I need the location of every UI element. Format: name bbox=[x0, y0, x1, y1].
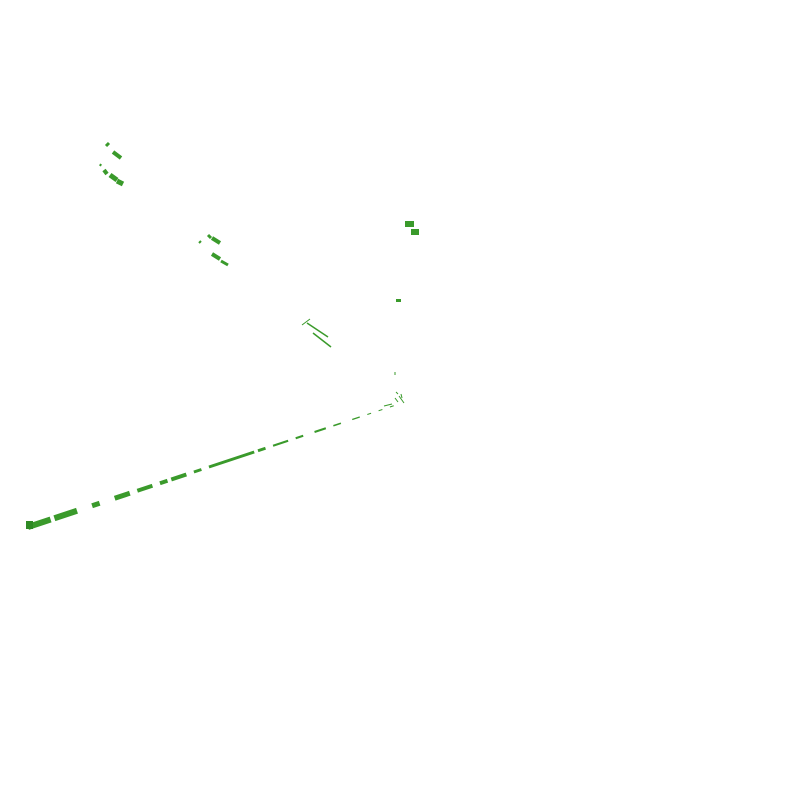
streak-segment bbox=[272, 439, 289, 447]
streak-segment bbox=[53, 507, 78, 522]
cluster-b-dash bbox=[220, 259, 229, 267]
cluster-b-dash bbox=[210, 252, 222, 261]
cluster-b-dash bbox=[206, 233, 213, 240]
streak-segment bbox=[193, 468, 202, 474]
cluster-b-dash bbox=[210, 236, 222, 245]
cluster-a-dash bbox=[99, 163, 102, 167]
streak-segment bbox=[389, 405, 394, 408]
tiny-mark bbox=[400, 393, 403, 399]
tiny-mark bbox=[398, 395, 405, 404]
streak-segment bbox=[136, 483, 154, 493]
streak-end-block bbox=[26, 521, 33, 529]
streak-segment bbox=[352, 416, 360, 421]
streak-segment bbox=[257, 446, 266, 453]
cluster-a-dash bbox=[111, 150, 123, 160]
streak-segment bbox=[208, 450, 255, 469]
streak-segment bbox=[113, 490, 131, 501]
cluster-c-dash bbox=[306, 322, 329, 338]
block-right bbox=[405, 221, 414, 227]
streak-segment bbox=[170, 472, 187, 482]
streak-segment bbox=[91, 500, 101, 509]
cluster-a-dash bbox=[115, 178, 125, 187]
tiny-mark bbox=[394, 397, 399, 403]
cluster-a-dash bbox=[108, 172, 119, 183]
cluster-c-dash bbox=[301, 318, 311, 326]
streak-segment bbox=[367, 412, 372, 415]
streak-segment bbox=[314, 427, 327, 433]
cluster-c-dash bbox=[312, 332, 332, 348]
block-right bbox=[411, 229, 419, 235]
streak-segment bbox=[333, 422, 342, 427]
cluster-b-dash bbox=[198, 240, 202, 244]
tiny-mark bbox=[383, 403, 393, 407]
green-mark-layer bbox=[26, 141, 419, 530]
streak-segment bbox=[378, 409, 383, 412]
streak-segment bbox=[159, 478, 169, 486]
cluster-a-dash bbox=[102, 168, 109, 176]
tiny-mark bbox=[395, 391, 399, 395]
cluster-a-dash bbox=[104, 141, 111, 148]
streak-segment bbox=[295, 434, 304, 440]
block-right-small bbox=[396, 299, 401, 302]
